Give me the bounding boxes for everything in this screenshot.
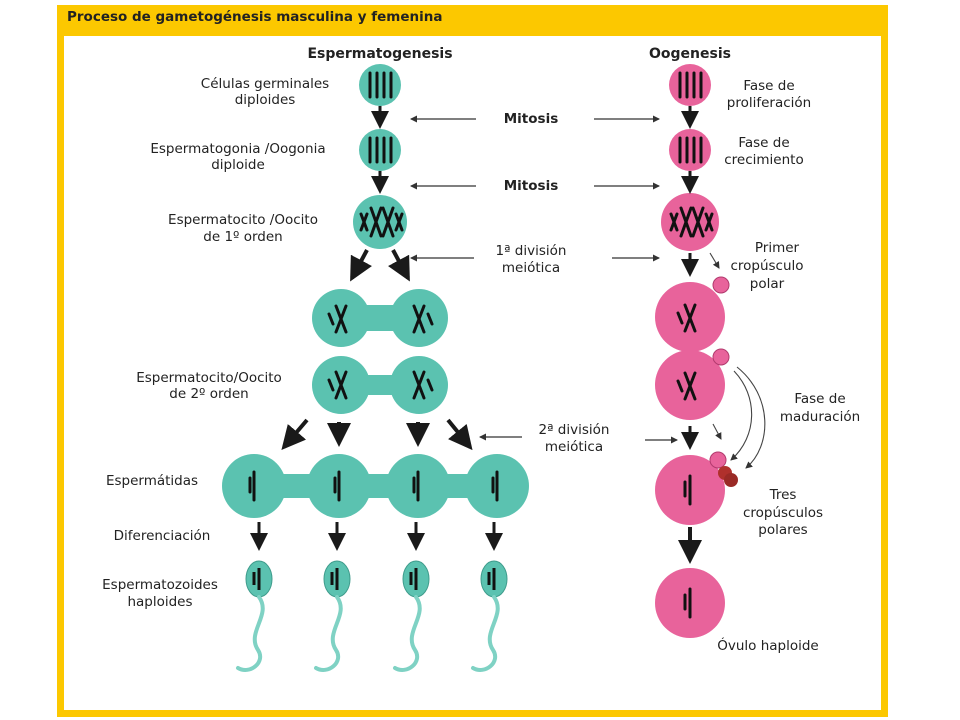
- label-proliferation-2: proliferación: [727, 95, 811, 111]
- label-maturation-1: Fase de: [794, 391, 845, 407]
- label-three-polar-2: cropúsculos: [743, 505, 823, 521]
- label-secondary-1: Espermatocito/Oocito: [136, 370, 282, 386]
- label-primary-2: de 1º orden: [203, 229, 282, 245]
- male-spermatids: [222, 454, 529, 518]
- label-three-polar-3: polares: [758, 522, 807, 538]
- female-arrows: [678, 106, 766, 564]
- chromosomes-4-straight: [368, 71, 393, 99]
- label-secondary-2: de 2º orden: [169, 386, 248, 402]
- male-spermatozoa: [236, 560, 508, 672]
- spermatogenesis-header: Espermatogenesis: [307, 46, 452, 62]
- label-ovum: Óvulo haploide: [717, 636, 819, 654]
- label-growth-2: crecimiento: [724, 152, 803, 168]
- center-annotations: Mitosis Mitosis 1ª división meiótica 2ª …: [410, 111, 678, 455]
- diagram-title: Proceso de gametogénesis masculina y fem…: [67, 9, 443, 25]
- polar-body: [712, 348, 730, 366]
- male-dividing-cell-1: [312, 289, 448, 347]
- label-meiosis-1b: meiótica: [502, 260, 560, 276]
- female-cells: [655, 64, 738, 638]
- polar-body-red-2: [724, 473, 738, 487]
- label-first-polar-1: Primer: [755, 240, 800, 256]
- label-spermatozoa-1: Espermatozoides: [102, 577, 218, 593]
- label-spermatids: Espermátidas: [106, 473, 198, 489]
- oogenesis-header: Oogenesis: [649, 46, 731, 62]
- female-primary-oocyte: [661, 193, 719, 251]
- polar-body-pink: [709, 451, 727, 469]
- label-meiosis-2b: meiótica: [545, 439, 603, 455]
- label-maturation-2: maduración: [780, 409, 860, 425]
- label-spermatogonia-1: Espermatogonia /Oogonia: [150, 141, 325, 157]
- label-proliferation-1: Fase de: [743, 78, 794, 94]
- label-germinal-2: diploides: [235, 92, 296, 108]
- male-germinal-cell: [359, 64, 401, 106]
- male-cells: [222, 64, 529, 672]
- label-primary-1: Espermatocito /Oocito: [168, 212, 318, 228]
- label-growth-1: Fase de: [738, 135, 789, 151]
- label-meiosis-2a: 2ª división: [539, 422, 610, 438]
- female-oogonia-cell: [669, 129, 711, 171]
- first-polar-body: [712, 276, 730, 294]
- label-meiosis-1a: 1ª división: [496, 243, 567, 259]
- male-arrows: [250, 106, 503, 551]
- label-differentiation: Diferenciación: [114, 528, 211, 544]
- label-mitosis-1: Mitosis: [504, 111, 559, 127]
- label-first-polar-2: cropúsculo: [730, 258, 803, 274]
- label-germinal-1: Células germinales: [201, 76, 329, 92]
- label-three-polar-1: Tres: [769, 487, 797, 503]
- label-spermatozoa-2: haploides: [127, 594, 192, 610]
- label-spermatogonia-2: diploide: [211, 157, 265, 173]
- label-first-polar-3: polar: [750, 276, 785, 292]
- female-germinal-cell: [669, 64, 711, 106]
- label-mitosis-2: Mitosis: [504, 178, 559, 194]
- diagram-panel: [64, 36, 881, 710]
- male-spermatogonia-cell: [359, 129, 401, 171]
